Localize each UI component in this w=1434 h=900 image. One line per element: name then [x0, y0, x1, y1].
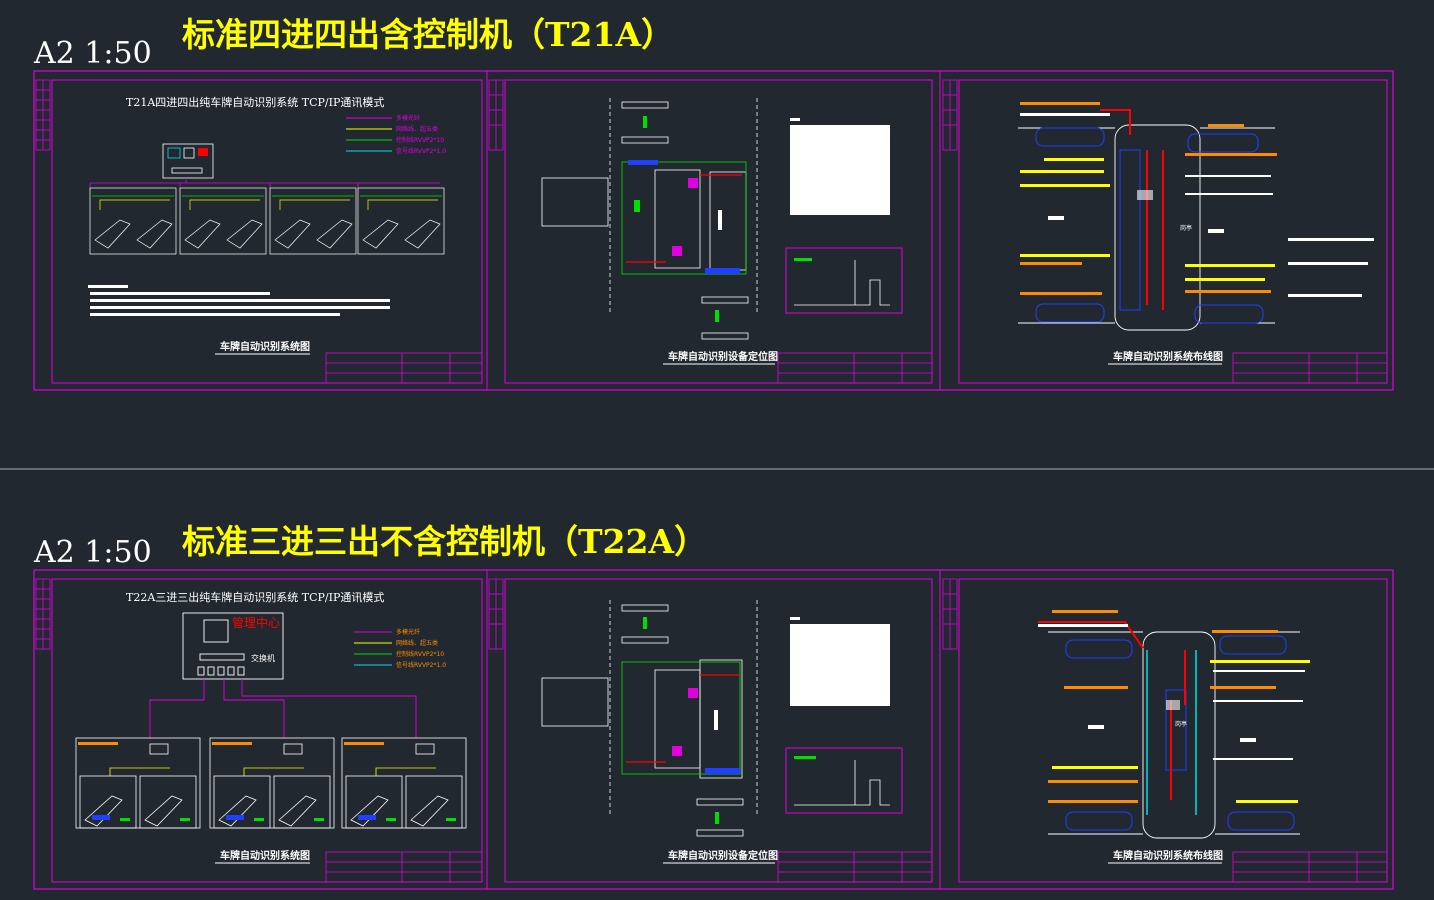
legend-label: 多模光纤 — [396, 628, 420, 636]
booth-label: 岗亭 — [1180, 224, 1192, 232]
management-center — [182, 612, 284, 680]
legend-label: 信号线RVVP2*1.0 — [396, 661, 446, 669]
title-block — [325, 352, 483, 384]
legend-label: 多模光纤 — [396, 114, 420, 122]
sheet-heading: T22A三进三出纯车牌自动识别系统 TCP/IP通讯模式 — [126, 590, 384, 604]
section-t22a: A2 1:50 标准三进三出不含控制机（T22A） T22A三进三出纯车牌自动识… — [33, 522, 1394, 890]
legend-label: 网络线、超五类 — [396, 639, 438, 647]
scale-label: A2 1:50 — [33, 36, 152, 71]
inner-frame — [958, 79, 1388, 384]
sheet-layout-plan: 车牌自动识别设备定位图 — [486, 70, 941, 391]
legend-label: 控制线RVVP2*10 — [396, 136, 444, 144]
legend-label: 信号线RVVP2*1.0 — [396, 147, 446, 155]
center-label: 管理中心 — [232, 615, 280, 630]
booth-label: 岗亭 — [1175, 720, 1187, 728]
sheet-layout-plan: 车牌自动识别设备定位图 — [486, 569, 941, 890]
legend-label: 控制线RVVP2*10 — [396, 650, 444, 658]
sheet-wiring-plan: 岗亭 车牌自动识别系统布线图 — [939, 70, 1394, 391]
sheet-system-diagram: T22A三进三出纯车牌自动识别系统 TCP/IP通讯模式 管理中心 交换机 多模… — [33, 569, 488, 890]
lane-group — [89, 187, 445, 255]
legend: 多模光纤 网络线、超五类 控制线RVVP2*10 信号线RVVP2*1.0 — [346, 114, 446, 155]
inner-frame — [51, 578, 483, 883]
lane-group — [75, 737, 467, 829]
notes-block — [88, 285, 390, 316]
section-title: 标准四进四出含控制机（T21A） — [182, 15, 674, 54]
sheet-caption: 车牌自动识别设备定位图 — [668, 350, 778, 363]
sheet-heading: T21A四进四出纯车牌自动识别系统 TCP/IP通讯模式 — [126, 95, 384, 109]
inner-frame — [958, 578, 1388, 883]
inner-frame — [504, 578, 933, 883]
sheet-caption: 车牌自动识别系统图 — [220, 340, 310, 353]
sheet-wiring-plan: 岗亭 车牌自动识别系统布线图 — [939, 569, 1394, 890]
inner-frame — [504, 79, 933, 384]
network-bus — [89, 178, 440, 188]
legend-label: 网络线、超五类 — [396, 125, 438, 133]
scale-label: A2 1:50 — [33, 535, 152, 570]
inner-frame — [51, 79, 483, 384]
network-bus — [149, 679, 417, 738]
legend: 多模光纤 网络线、超五类 控制线RVVP2*10 信号线RVVP2*1.0 — [354, 628, 446, 669]
section-title: 标准三进三出不含控制机（T22A） — [182, 522, 707, 561]
sheet-caption: 车牌自动识别系统布线图 — [1113, 350, 1223, 363]
sheet-caption: 车牌自动识别系统图 — [220, 849, 310, 862]
control-center — [162, 143, 214, 179]
sheet-system-diagram: T21A四进四出纯车牌自动识别系统 TCP/IP通讯模式 多模光纤 网络线、超五… — [33, 70, 488, 391]
sheet-caption: 车牌自动识别系统布线图 — [1113, 849, 1223, 862]
switch-label: 交换机 — [251, 653, 275, 663]
binding-strip — [35, 79, 51, 151]
lane-wiring — [99, 199, 438, 210]
sheet-caption: 车牌自动识别设备定位图 — [668, 849, 778, 862]
section-t21a: A2 1:50 标准四进四出含控制机（T21A） T21A四进四出纯车牌自动识别… — [33, 15, 1394, 391]
